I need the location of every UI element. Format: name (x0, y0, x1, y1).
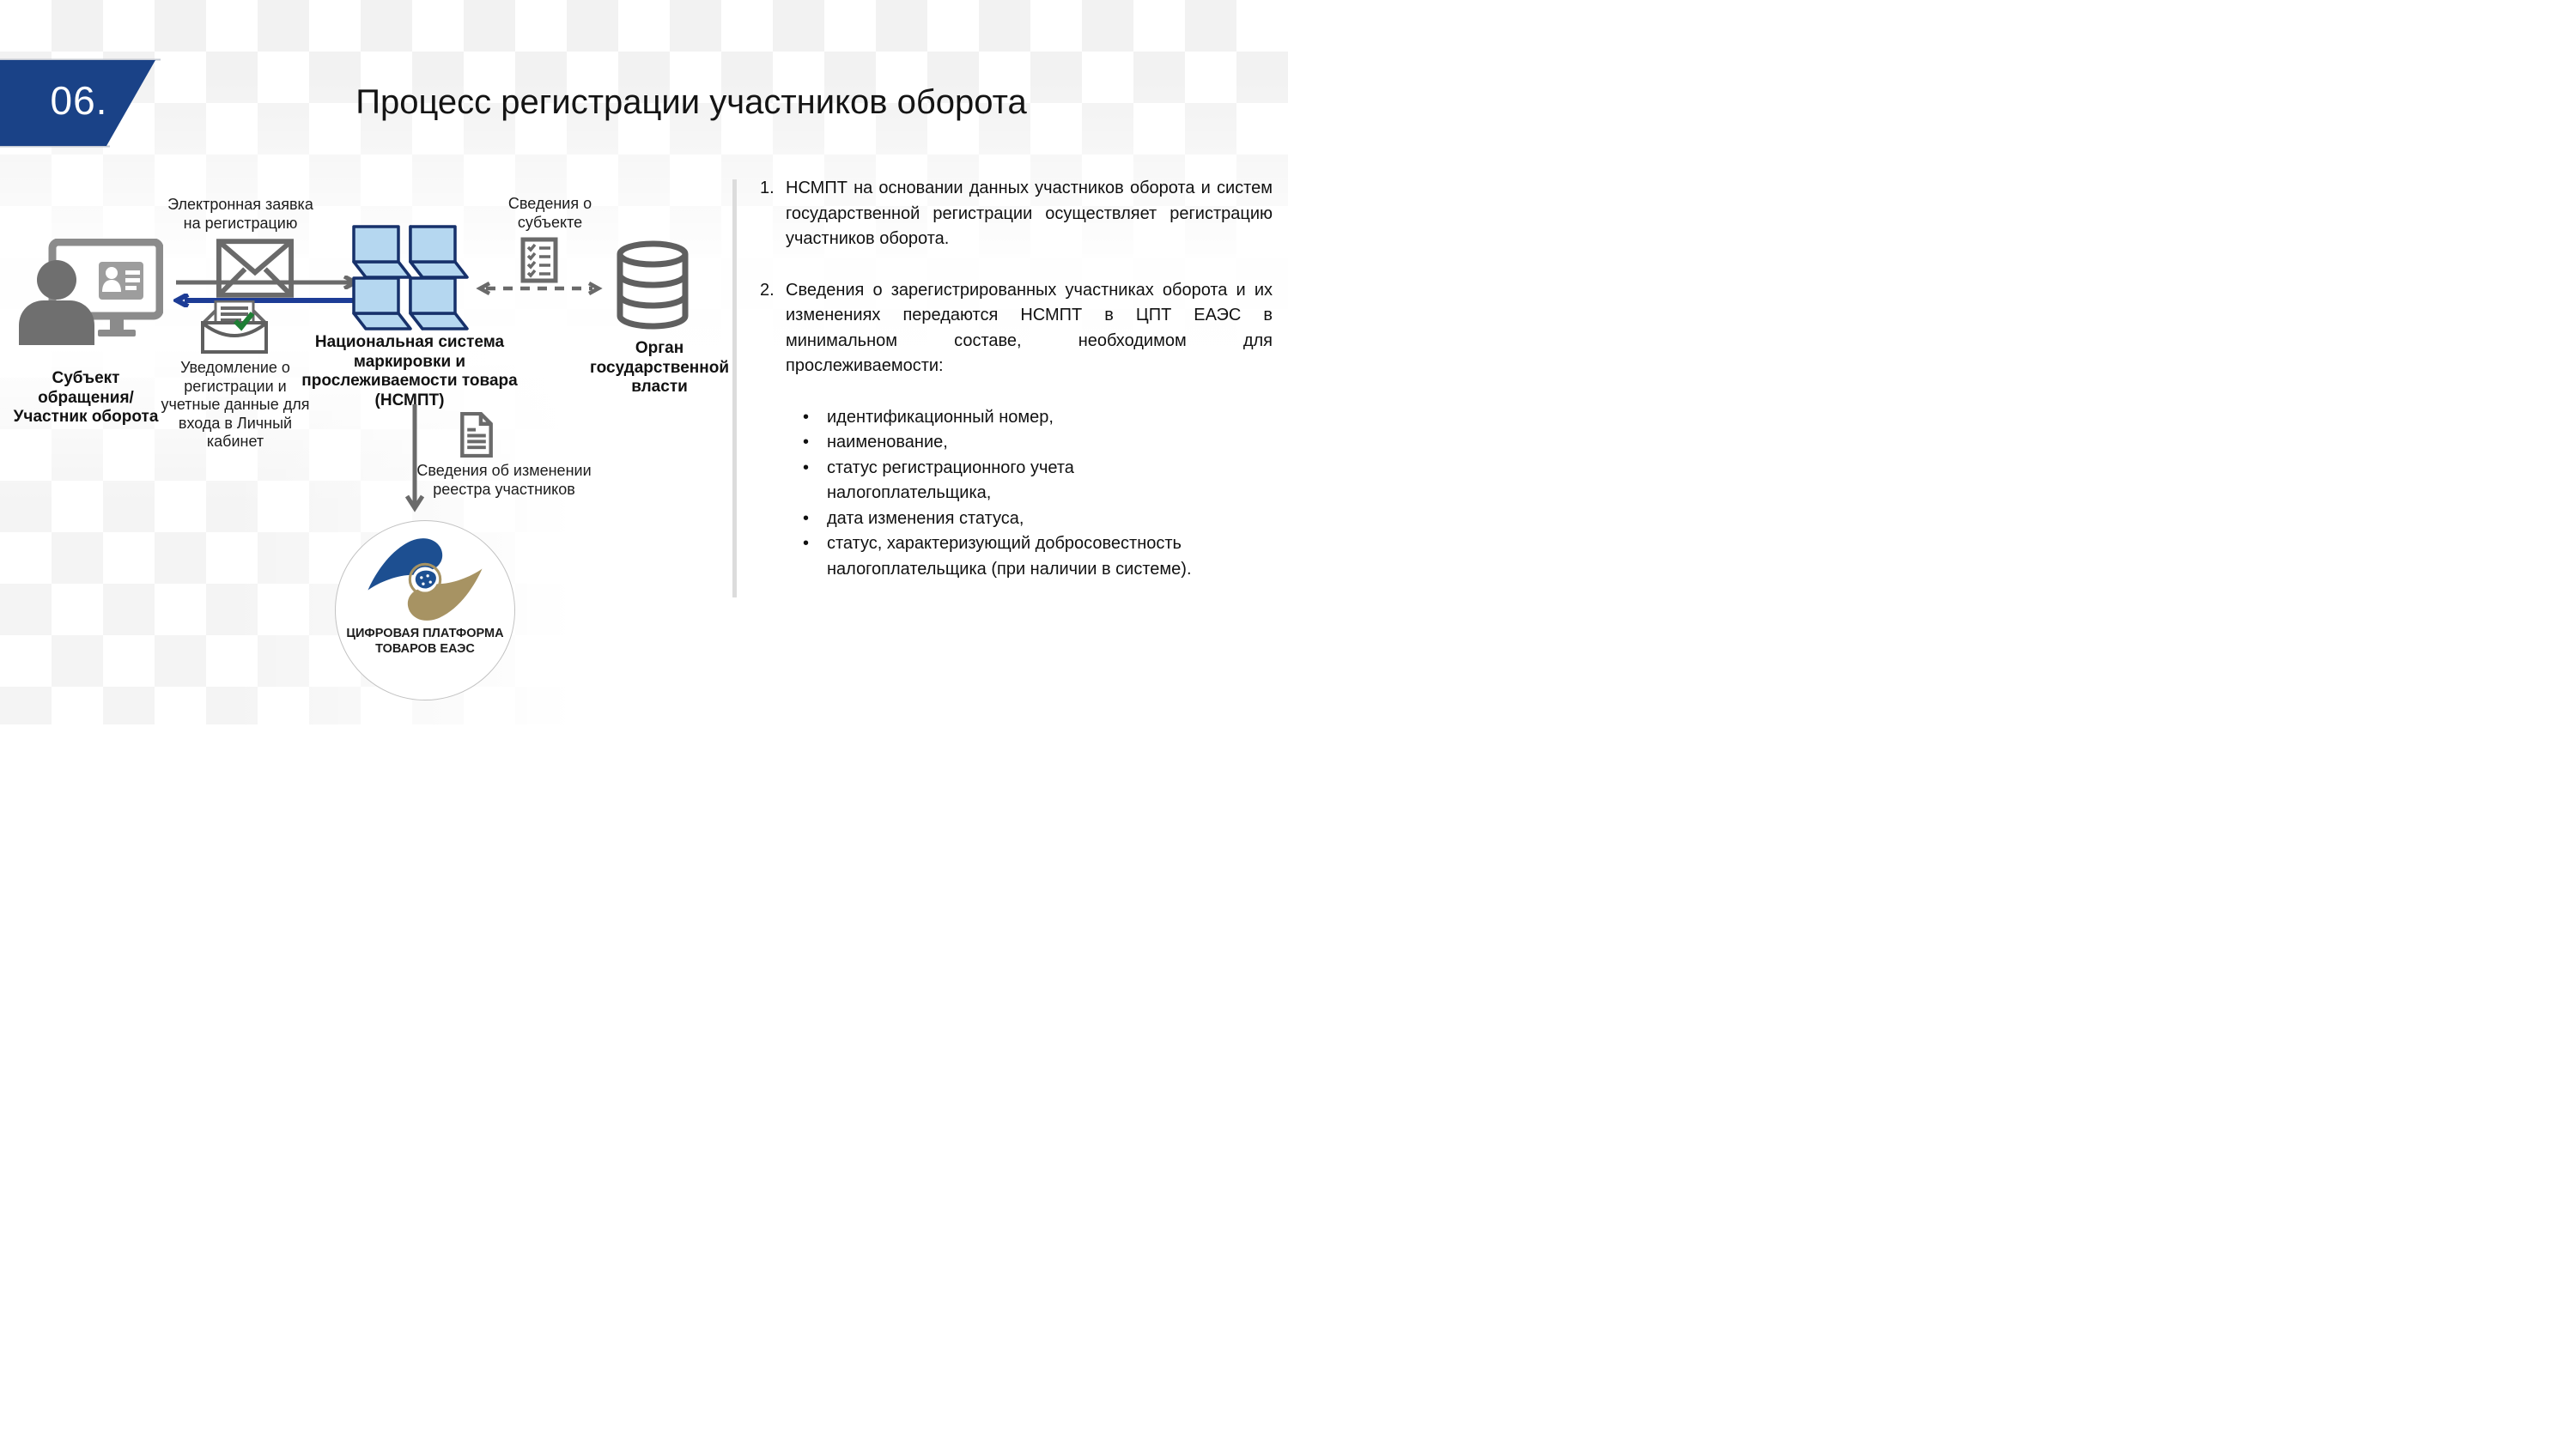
eaeu-platform-badge: ЦИФРОВАЯ ПЛАТФОРМА ТОВАРОВ ЕАЭС (335, 520, 515, 700)
cubes-icon (352, 225, 469, 330)
slide-number-banner (0, 58, 161, 148)
panel-item-2-number: 2. (760, 280, 775, 300)
request-arrow (176, 276, 360, 289)
person-at-computer-icon (19, 239, 163, 345)
gov-authority-label: Орган государственной власти (589, 339, 730, 396)
registry-change-label: Сведения об изменении реестра участников (416, 462, 592, 498)
background-fade-left (0, 326, 653, 724)
info-panel: 1. НСМПТ на основании данных участников … (760, 176, 1273, 582)
eaeu-emblem-icon (368, 538, 483, 621)
panel-bullet-list: •идентификационный номер, •наименование,… (760, 405, 1273, 583)
bullet-dot: • (803, 534, 810, 553)
bullet-dot: • (803, 407, 810, 427)
eaeu-platform-label: ЦИФРОВАЯ ПЛАТФОРМА ТОВАРОВ ЕАЭС (346, 627, 504, 656)
bullet-dot: • (803, 458, 810, 477)
slide-number: 06. (50, 78, 108, 123)
envelope-open-check-icon (201, 300, 268, 354)
page-title: Процесс регистрации участников оборота (355, 83, 1027, 121)
subject-label: Субъект обращения/ Участник оборота (13, 369, 159, 426)
section-divider (732, 179, 737, 597)
list-item: •идентификационный номер, (803, 405, 1273, 431)
checklist-icon (520, 237, 558, 283)
panel-item-2: 2. Сведения о зарегистрированных участни… (760, 278, 1273, 379)
nsmpt-label: Национальная система маркировки и просле… (301, 333, 518, 409)
request-arrow-label: Электронная заявка на регистрацию (167, 196, 313, 232)
slide: 06. Процесс регистрации участников оборо… (0, 0, 1288, 724)
list-item: •дата изменения статуса, (803, 506, 1273, 532)
bullet-dot: • (803, 433, 810, 452)
panel-item-1: 1. НСМПТ на основании данных участников … (760, 176, 1273, 252)
list-item: •наименование, (803, 430, 1273, 456)
panel-item-1-number: 1. (760, 179, 775, 197)
subject-info-label: Сведения о субъекте (507, 195, 592, 231)
registry-down-arrow (405, 404, 424, 512)
panel-item-1-text: НСМПТ на основании данных участников обо… (786, 179, 1273, 248)
panel-item-2-text: Сведения о зарегистрированных участниках… (786, 280, 1273, 376)
list-item: •статус регистрационного учета налогопла… (803, 456, 1273, 506)
list-item: •статус, характеризующий добросовестност… (803, 531, 1273, 582)
database-icon (617, 240, 689, 330)
document-icon (460, 412, 493, 458)
data-exchange-dashed-arrow (476, 282, 603, 295)
bullet-dot: • (803, 508, 810, 528)
notification-label: Уведомление о регистрации и учетные данн… (161, 359, 310, 450)
